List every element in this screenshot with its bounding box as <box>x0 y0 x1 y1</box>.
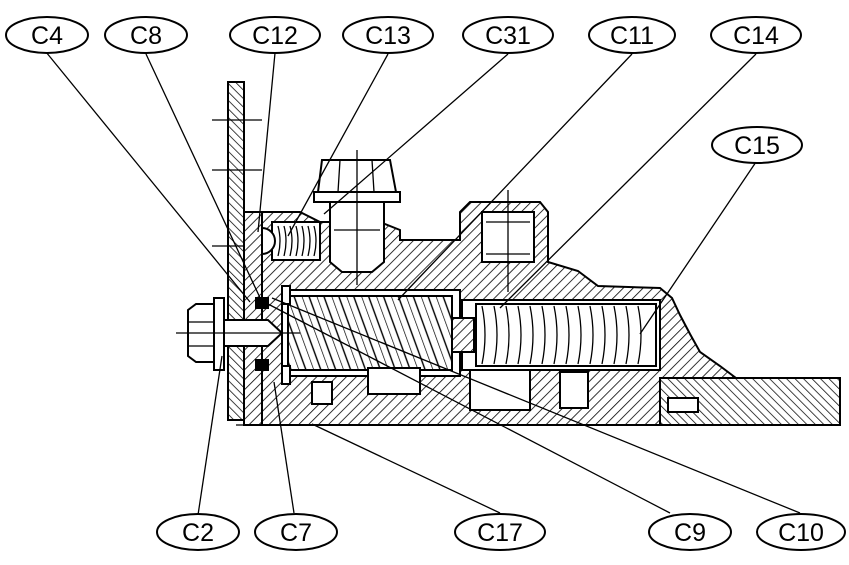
leader-c10 <box>271 297 801 514</box>
left-bolt-washer <box>213 297 225 371</box>
callout-c15: C15 <box>711 126 803 164</box>
leader-c4 <box>45 51 251 303</box>
leader-c12 <box>257 52 276 233</box>
callout-c12-label: C12 <box>252 22 298 50</box>
cross-section-drawing <box>176 81 841 426</box>
recess-2 <box>469 369 531 411</box>
callout-c10-label: C10 <box>778 519 824 547</box>
recess-4 <box>667 397 699 413</box>
callout-c17-label: C17 <box>477 519 523 547</box>
seal-lower <box>255 359 269 371</box>
leader-c7 <box>273 381 295 514</box>
callout-c13-label: C13 <box>365 22 411 50</box>
callout-c11-label: C11 <box>610 22 654 50</box>
leader-c11 <box>397 53 633 301</box>
leader-c17 <box>311 423 501 514</box>
inner-pin <box>367 367 421 395</box>
callout-c14: C14 <box>710 16 802 54</box>
callout-c8-label: C8 <box>130 22 162 50</box>
leader-c31 <box>323 53 509 215</box>
leader-c13 <box>287 53 389 237</box>
wiper-lower <box>281 365 291 385</box>
callout-c2: C2 <box>156 513 240 551</box>
spool-piston <box>287 295 453 371</box>
callout-c9: C9 <box>648 513 732 551</box>
callout-c17: C17 <box>454 513 546 551</box>
leader-c9 <box>267 303 671 514</box>
recess-1 <box>311 381 333 405</box>
lever-plate <box>227 81 245 421</box>
callout-c31: C31 <box>462 16 554 54</box>
callout-c7-label: C7 <box>280 519 312 547</box>
callout-c31-label: C31 <box>485 22 531 50</box>
callout-c11: C11 <box>588 16 676 54</box>
leader-lines <box>45 51 801 516</box>
detent-spring <box>271 221 321 261</box>
seal-upper <box>255 297 269 309</box>
callout-c15-label: C15 <box>734 132 780 160</box>
spool-nose <box>451 317 475 353</box>
callout-c4: C4 <box>5 16 89 54</box>
callout-c2-label: C2 <box>182 519 214 547</box>
callout-c7: C7 <box>254 513 338 551</box>
callout-c10: C10 <box>756 513 846 551</box>
callout-c8: C8 <box>104 16 188 54</box>
leader-c8 <box>145 53 263 303</box>
callout-c12: C12 <box>229 16 321 54</box>
callout-c14-label: C14 <box>733 22 779 50</box>
leader-c14 <box>499 53 757 309</box>
callout-c13: C13 <box>342 16 434 54</box>
callout-c9-label: C9 <box>674 519 706 547</box>
callout-c4-label: C4 <box>31 22 63 50</box>
wiper-upper <box>281 285 291 305</box>
end-cap <box>243 211 263 426</box>
recess-3 <box>559 371 589 409</box>
coil-spring <box>475 303 657 367</box>
leader-c2 <box>197 355 223 516</box>
leader-c15 <box>639 161 757 335</box>
